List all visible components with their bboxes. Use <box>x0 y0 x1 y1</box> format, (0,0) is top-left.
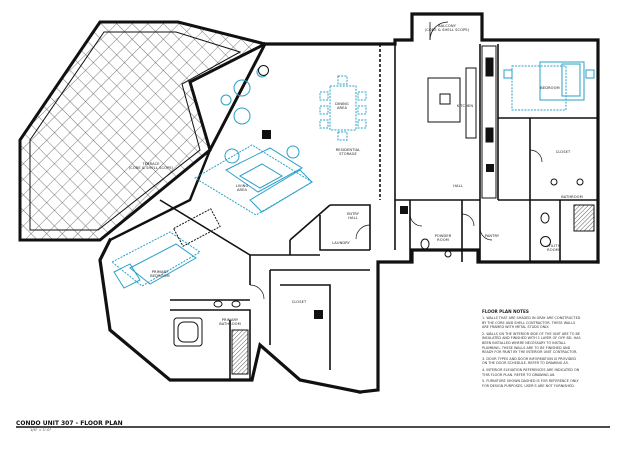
room-label-living: LIVING AREA <box>235 184 249 193</box>
interior-walls <box>159 44 598 380</box>
door-swings <box>249 149 543 300</box>
note-item: 3. DOOR TYPES AND DOOR INFORMATION IS PR… <box>482 356 576 366</box>
note-item: 1. WALLS THAT ARE SHADED IN GRAY ARE CON… <box>482 316 581 330</box>
bathroom-fixtures <box>173 178 595 375</box>
primary-bedroom-furniture <box>111 208 221 289</box>
dining-furniture <box>319 75 367 141</box>
exterior-walls <box>98 12 600 394</box>
note-item: 2. WALLS ON THE INTERIOR SIDE OF THE UNI… <box>482 331 581 355</box>
drawing-title: CONDO UNIT 307 - FLOOR PLAN <box>16 420 123 427</box>
terrace <box>18 20 270 242</box>
balcony-door <box>429 21 449 41</box>
living-furniture <box>194 144 313 216</box>
kitchen-counters <box>427 45 497 199</box>
room-label-primary-bedroom: PRIMARY BEDROOM <box>150 270 170 279</box>
room-label-closet-primary: CLOSET <box>291 300 307 304</box>
elevation-callout <box>540 236 551 247</box>
room-label-powder: POWDER ROOM <box>434 234 452 243</box>
notes-title: FLOOR PLAN NOTES <box>482 309 529 314</box>
room-label-hall: HALL <box>453 184 463 188</box>
room-label-primary-bathroom: PRIMARY BATHROOM <box>219 318 241 327</box>
bedroom-furniture <box>503 61 595 111</box>
room-label-bedroom: BEDROOM <box>540 86 560 90</box>
room-label-dining: DINING AREA <box>335 102 349 111</box>
drawing-scale: 1/4" = 1'-0" <box>30 428 52 432</box>
structural-columns <box>262 130 494 319</box>
room-label-laundry: LAUNDRY <box>332 241 350 245</box>
notes-list: 1. WALLS THAT ARE SHADED IN GRAY ARE CON… <box>482 316 582 390</box>
note-item: 4. INTERIOR ELEVATION REFERENCES ARE IND… <box>482 367 580 377</box>
room-label-residential-storage: RESIDENTIAL STORAGE <box>335 148 361 157</box>
room-label-utility: UTILITY ROOM <box>545 244 561 253</box>
room-label-bathroom: BATHROOM <box>561 195 583 199</box>
note-item: 5. FURNITURE SHOWN DASHED IS FOR REFEREN… <box>482 379 579 388</box>
lounge-furniture <box>220 66 268 125</box>
room-label-kitchen: KITCHEN <box>456 104 474 108</box>
room-label-terrace: TERRACE (CORE & SHELL SCOPE) <box>128 162 174 171</box>
elevation-callout <box>258 65 269 76</box>
room-label-pantry: PANTRY <box>484 234 500 238</box>
room-label-closet-bedroom: CLOSET <box>555 150 571 154</box>
room-label-entry: ENTRY HALL <box>346 212 360 221</box>
room-label-balcony: BALCONY (CORE & SHELL SCOPE) <box>424 24 470 33</box>
